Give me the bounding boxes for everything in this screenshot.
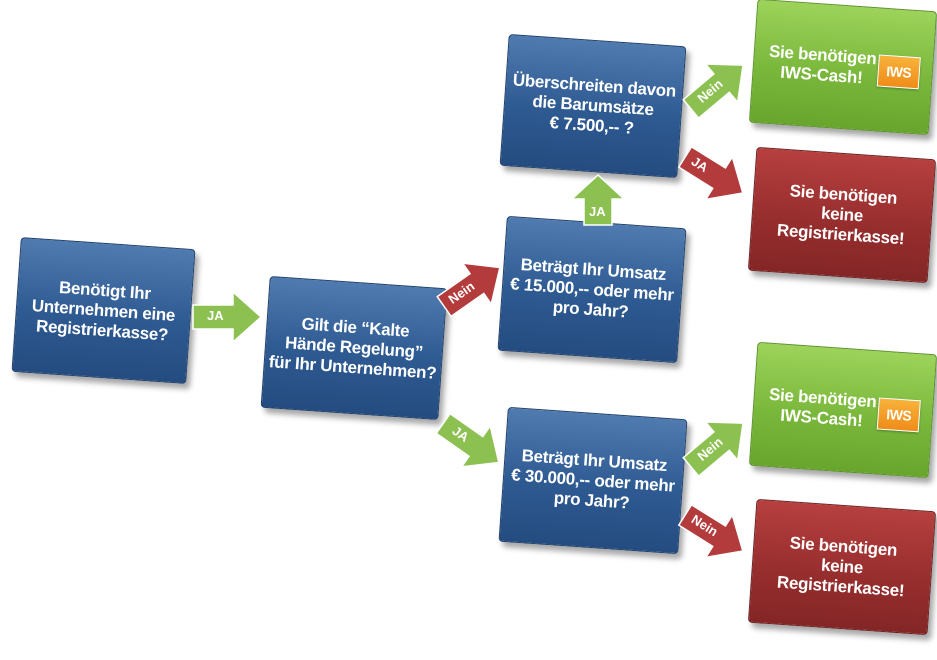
question-box-kalte-haende: Gilt die “Kalte Hände Regelung” für Ihr … <box>260 275 448 421</box>
arrow-ja-2: JA <box>429 403 513 483</box>
arrow-ja-4: Nein <box>675 46 759 128</box>
question-text: Benötigt Ihr Unternehmen eine Registrier… <box>31 277 176 345</box>
arrow-nein-2: JA <box>672 136 756 214</box>
result-box-keine-registrierkasse-bottom: Sie benötigen keine Registrierkasse! <box>747 498 937 636</box>
iws-logo-icon: IWS <box>876 397 921 433</box>
question-text: Beträgt Ihr Umsatz € 15.000,-- oder mehr… <box>509 254 675 322</box>
question-box-barumsaetze: Überschreiten davon die Barumsätze € 7.5… <box>499 33 687 179</box>
question-box-umsatz-30000: Beträgt Ihr Umsatz € 30.000,-- oder mehr… <box>498 406 688 555</box>
arrow-nein-1: Nein <box>430 247 514 327</box>
arrow-ja-1: JA <box>192 290 263 344</box>
iws-logo-icon: IWS <box>876 54 921 90</box>
arrow-ja-5: Nein <box>675 404 759 486</box>
result-box-iws-cash-top: Sie benötigen IWS-Cash! IWS <box>748 0 937 136</box>
question-text: Beträgt Ihr Umsatz € 30.000,-- oder mehr… <box>510 445 676 513</box>
arrow-ja-3: JA <box>570 173 626 226</box>
result-box-iws-cash-bottom: Sie benötigen IWS-Cash! IWS <box>748 341 937 479</box>
arrow-label: JA <box>589 204 606 219</box>
result-text: Sie benötigen IWS-Cash! <box>768 384 878 431</box>
question-box-umsatz-15000: Beträgt Ihr Umsatz € 15.000,-- oder mehr… <box>497 215 687 364</box>
result-box-keine-registrierkasse-top: Sie benötigen keine Registrierkasse! <box>747 146 937 284</box>
question-box-registrierkasse: Benötigt Ihr Unternehmen eine Registrier… <box>11 237 196 384</box>
arrow-label: JA <box>207 308 224 323</box>
question-text: Gilt die “Kalte Hände Regelung” für Ihr … <box>268 314 437 383</box>
result-text: Sie benötigen keine Registrierkasse! <box>776 181 905 249</box>
arrow-nein-3: Nein <box>672 494 756 572</box>
result-text: Sie benötigen keine Registrierkasse! <box>776 533 905 601</box>
question-text: Überschreiten davon die Barumsätze € 7.5… <box>512 70 677 138</box>
result-text: Sie benötigen IWS-Cash! <box>768 41 878 88</box>
